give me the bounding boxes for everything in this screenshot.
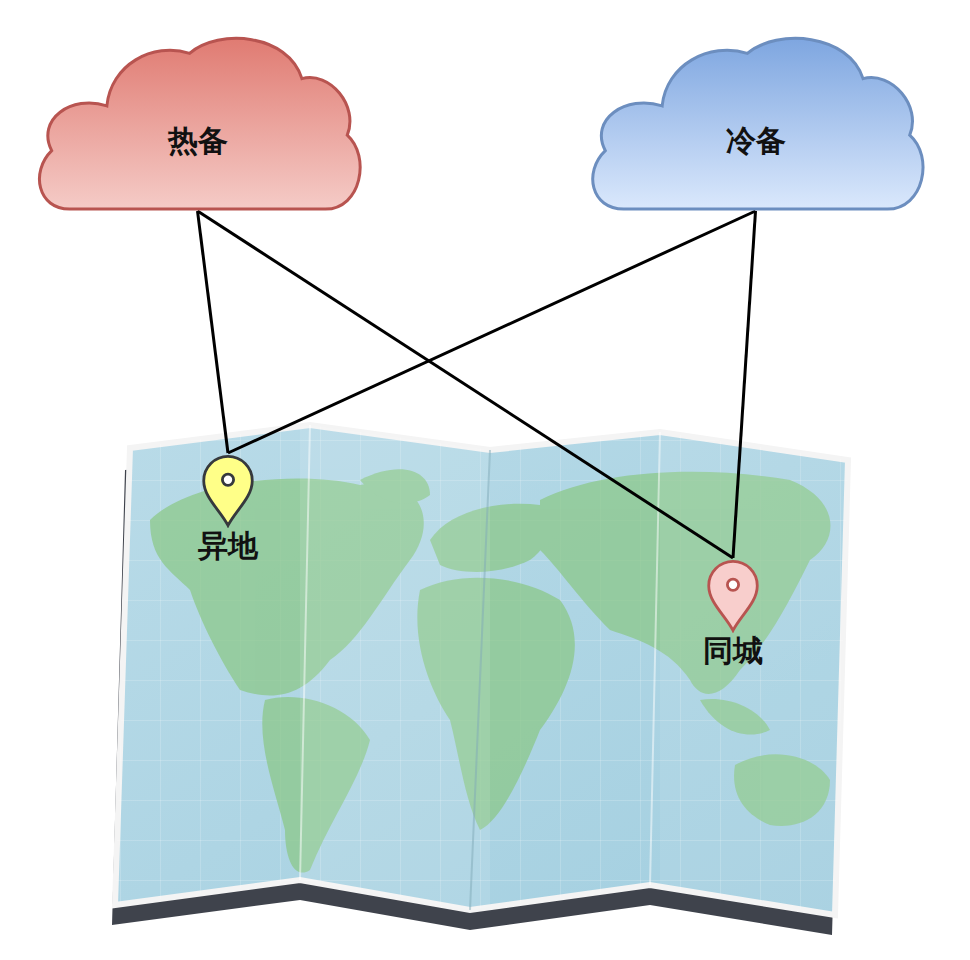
same-city-pin: 同城 [699, 557, 767, 669]
hot-backup-cloud: 热备 [30, 28, 365, 213]
site-label: 同城 [699, 633, 767, 669]
cloud-label: 冷备 [726, 123, 786, 159]
backup-link [733, 211, 756, 558]
location-pin [705, 557, 761, 633]
remote-site-pin: 异地 [194, 452, 262, 564]
cloud-shape [583, 28, 928, 213]
cloud-label: 热备 [168, 123, 228, 159]
backup-link [198, 211, 229, 453]
cold-backup-cloud: 冷备 [583, 28, 928, 213]
location-pin [200, 452, 256, 528]
backup-link [228, 211, 756, 453]
backup-link [198, 211, 734, 558]
site-label: 异地 [194, 528, 262, 564]
cloud-shape [30, 28, 365, 213]
